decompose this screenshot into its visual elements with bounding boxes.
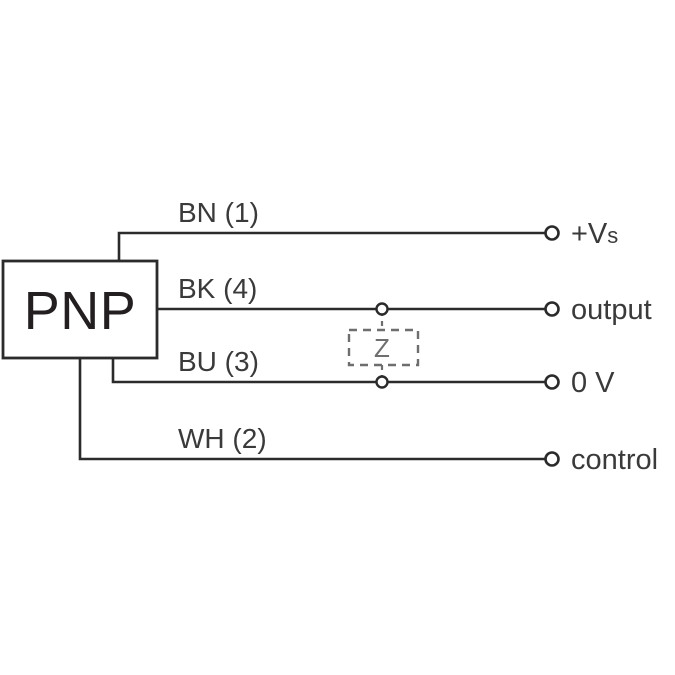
terminal-dot-zero-v[interactable] xyxy=(544,374,560,390)
terminal-label-output: output xyxy=(571,294,652,326)
wire-label-bn: BN (1) xyxy=(178,197,259,228)
load-z-box xyxy=(347,328,420,367)
wire-label-bk: BK (4) xyxy=(178,273,257,304)
terminal-label-vs-main: +V xyxy=(571,218,608,250)
junction-node-zero-v xyxy=(375,375,389,389)
pnp-device-box xyxy=(1,259,159,360)
wire-label-bu: BU (3) xyxy=(178,346,259,377)
terminal-label-control: control xyxy=(571,444,658,476)
terminal-label-vs: +Vs xyxy=(571,218,618,250)
wire-bn-path xyxy=(117,231,546,261)
terminal-label-vs-sub: s xyxy=(607,223,618,248)
terminal-dot-output[interactable] xyxy=(544,301,560,317)
wire-wh-path xyxy=(78,358,546,461)
junction-node-output xyxy=(375,302,389,316)
wire-bu-path xyxy=(111,358,546,384)
pnp-device-label: PNP xyxy=(24,281,137,341)
load-z-label: Z xyxy=(374,333,390,363)
terminal-dot-control[interactable] xyxy=(544,451,560,467)
terminal-label-zero-v: 0 V xyxy=(571,367,615,399)
terminal-dot-vs[interactable] xyxy=(544,225,560,241)
wire-label-wh: WH (2) xyxy=(178,423,267,454)
